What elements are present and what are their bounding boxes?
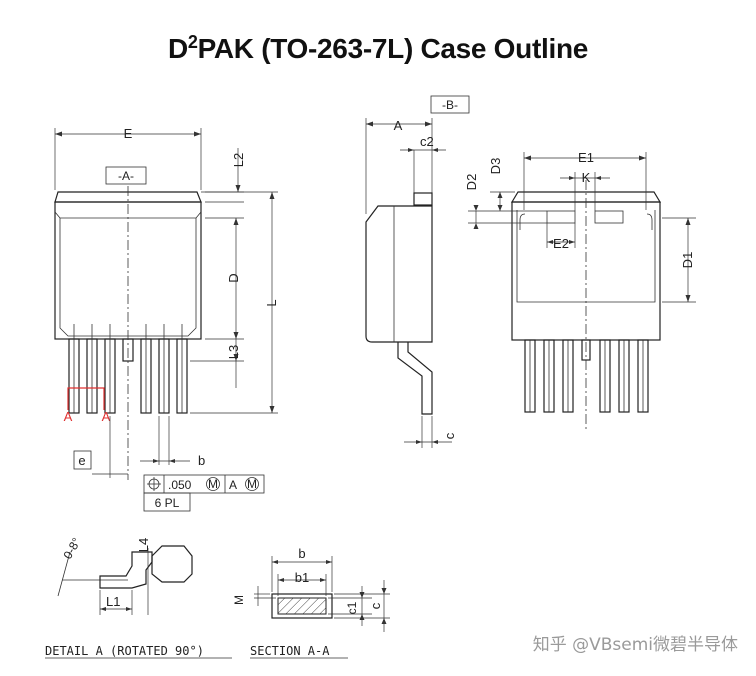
tolerance-value: .050 <box>168 478 192 492</box>
datum-a-box <box>105 166 147 185</box>
mmc-datum-symbol-icon <box>245 477 259 491</box>
page-title: D2PAK (TO-263-7L) Case Outline <box>167 32 589 64</box>
detail-body <box>151 545 193 583</box>
dim-b-label: b <box>198 453 205 468</box>
body-side <box>365 205 433 343</box>
back-view: E1 K E2 D2 D3 D1 <box>464 150 696 430</box>
section-marker-right: A <box>102 409 111 424</box>
section-plating <box>271 593 333 619</box>
dim-l3-label: L3 <box>226 345 241 359</box>
side-view: -B- A c2 c <box>365 95 470 448</box>
datum-a-label: -A- <box>118 169 134 183</box>
dim-c2-label: c2 <box>420 134 434 149</box>
back-window-left <box>546 210 576 224</box>
dim-a-label: A <box>394 118 403 133</box>
detail-a: 0-8° L1 L4 DETAIL A (ROTATED 90°) <box>45 535 232 659</box>
datum-b-label: -B- <box>442 98 458 112</box>
watermark: 知乎 @VBsemi微碧半导体 <box>533 635 738 655</box>
section-core <box>277 597 327 615</box>
dim-l1-label: L1 <box>106 594 120 609</box>
dim-l4-label: L4 <box>136 538 151 552</box>
section-caption: SECTION A-A <box>250 644 330 658</box>
dim-d1-label: D1 <box>680 252 695 269</box>
dim-l2-label: L2 <box>231 153 246 167</box>
datum-b-box <box>430 95 470 114</box>
detail-caption: DETAIL A (ROTATED 90°) <box>45 644 204 658</box>
detail-angle-label: 0-8° <box>60 535 83 561</box>
back-window-right <box>594 210 624 224</box>
detail-lead <box>99 551 153 589</box>
section-marker <box>67 387 105 400</box>
front-view: E -A- L2 D L3 L A A <box>54 126 279 512</box>
dim-pitch-label: e <box>78 453 85 468</box>
dim-m-label: M <box>232 595 246 605</box>
leads <box>68 324 188 414</box>
dim-l-label: L <box>264 299 279 306</box>
tab-side <box>413 192 433 206</box>
dim-k-label: K <box>582 170 591 185</box>
dim-e2-label: E2 <box>553 236 569 251</box>
dim-d2-label: D2 <box>464 174 479 191</box>
feature-control-frame: .050 M A M 6 PL <box>143 474 265 512</box>
mmc-symbol-icon <box>206 477 220 491</box>
dim-e1-label: E1 <box>578 150 594 165</box>
dim-b-section-label: b <box>298 546 305 561</box>
section-a-a: b b1 M c1 c SECTION A-A <box>232 546 390 659</box>
svg-text:M: M <box>247 477 257 491</box>
dim-d3-label: D3 <box>488 158 503 175</box>
back-leads <box>524 339 649 413</box>
dim-b1-label: b1 <box>295 570 309 585</box>
dim-c1-label: c1 <box>345 601 359 614</box>
dim-c-section-label: c <box>368 602 383 609</box>
dim-c-label: c <box>442 432 457 439</box>
places-count: 6 PL <box>155 496 180 510</box>
datum-reference: A <box>229 478 237 492</box>
svg-text:M: M <box>208 477 218 491</box>
dim-e-label: E <box>124 126 133 141</box>
dim-d-label: D <box>226 273 241 282</box>
section-marker-left: A <box>64 409 73 424</box>
dim-e-pitch-box <box>73 450 92 470</box>
lead-side <box>397 342 433 415</box>
